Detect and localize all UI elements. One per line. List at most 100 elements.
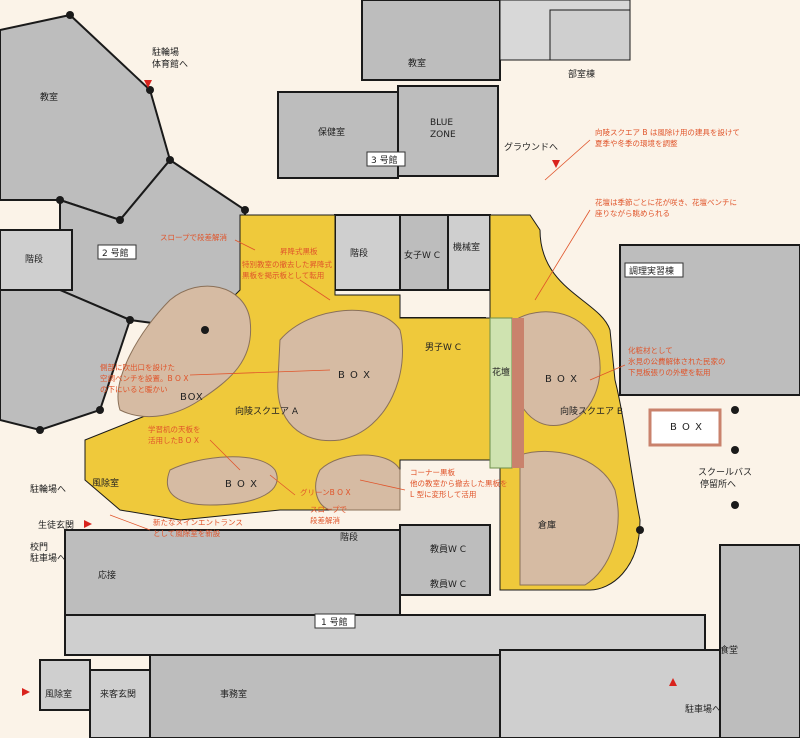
dir-school-bus-1: スクールバス (698, 467, 752, 478)
label-building2-bg (97, 244, 137, 260)
label-building3-bg (366, 151, 406, 167)
room-classroom-top (361, 0, 501, 81)
label-reception: 応接 (98, 569, 116, 581)
room-bottom-right (499, 649, 721, 738)
label-building3: 3 号館 (371, 154, 398, 166)
ann-makeup-1: 化粧材として (628, 345, 673, 355)
ann-green-box: グリーンB O X (300, 487, 351, 497)
ann-makeup-3: 下見板張りの外壁を転用 (628, 367, 711, 377)
room-womens-wc (399, 214, 449, 291)
box-corner (315, 454, 401, 511)
label-classroom-top: 教室 (408, 57, 426, 69)
dir-ground: グラウンドへ (504, 141, 558, 153)
room-staff-wc (399, 524, 491, 596)
label-building2: 2 号館 (102, 247, 129, 259)
flower-bed-red (512, 318, 524, 468)
ann-lift-2: 特別教室の撤去した昇降式 (242, 259, 332, 269)
label-box-left: BOX (180, 392, 204, 403)
ann-square-b-2: 夏季や冬季の環境を調整 (595, 138, 678, 148)
label-blue-zone-2: ZONE (430, 130, 456, 140)
label-cafeteria: 食堂 (720, 644, 738, 656)
ann-lift-3: 黒板を掲示板として転用 (242, 270, 324, 280)
room-stairs-left (0, 229, 73, 291)
ann-flowers-1: 花壇は季節ごとに花が咲き、花壇ベンチに (595, 197, 737, 207)
room-windbreak-bottom (39, 659, 91, 711)
ann-desk-1: 学習机の天板を (148, 424, 201, 434)
ann-flowers-2: 座りながら眺められる (595, 208, 670, 218)
room-blue-zone (397, 85, 499, 177)
room-machine (447, 214, 491, 291)
label-classroom-left: 教室 (40, 91, 58, 103)
ann-slope-bottom-2: 段差解消 (310, 515, 340, 525)
label-club-building: 部室棟 (568, 68, 595, 80)
box-center (277, 309, 403, 442)
flower-bed (489, 317, 513, 469)
box-bottom (167, 456, 278, 506)
room-building1 (64, 614, 706, 656)
box-right-lower (519, 450, 619, 586)
ann-entrance-1: 新たなメインエントランス (153, 517, 243, 527)
dir-school-bus-2: 停留所へ (700, 478, 736, 490)
entrance-markers (22, 80, 677, 696)
box-left (117, 285, 252, 418)
leader-lines (109, 139, 626, 531)
room-bottom-left (64, 529, 401, 621)
label-guest-entrance: 来客玄関 (100, 688, 136, 700)
label-office: 事務室 (220, 688, 247, 700)
label-windbreak-2: 風除室 (45, 688, 72, 700)
ann-corner-2: 他の教室から撤去した黒板を (410, 478, 508, 488)
dir-bicycle-left: 駐輪場へ (30, 483, 66, 495)
label-mens-wc: 男子W C (425, 342, 461, 353)
ann-bench-3: の下にいると暖かい (100, 385, 168, 394)
room-club (549, 9, 631, 61)
label-warehouse: 倉庫 (538, 519, 556, 531)
label-box-center: B O X (338, 370, 371, 381)
dir-bicycle-gym-1: 駐輪場 (152, 46, 179, 58)
dir-school-gate-1: 校門 (30, 541, 48, 553)
label-health-room: 保健室 (318, 126, 345, 138)
ann-square-b-1: 向陵スクエア B は風除け用の建具を設けて (595, 127, 740, 137)
ann-makeup-2: 氷見の公費解体された民家の (628, 356, 726, 366)
dir-school-gate-2: 駐車場へ (30, 552, 66, 564)
label-cooking-bg (624, 262, 684, 278)
room-office (149, 654, 501, 738)
label-square-b: 向陵スクエア B (560, 405, 623, 417)
ann-slope-top: スロープで段差解消 (160, 232, 228, 242)
label-flower-bed: 花壇 (492, 366, 510, 378)
ann-corner-1: コーナー黒板 (410, 467, 455, 477)
ann-desk-2: 活用したB O X (148, 435, 199, 445)
label-stairs-left: 階段 (25, 253, 43, 265)
label-staff-wc-1: 教員W C (430, 543, 466, 555)
label-stairs-bottom: 階段 (340, 531, 358, 543)
label-box-bottom: B O X (225, 479, 258, 490)
label-machine-room: 機械室 (453, 241, 480, 253)
columns (36, 11, 739, 534)
room-stairs-center (334, 214, 401, 291)
label-building1-bg (314, 613, 356, 629)
label-box-far-right: B O X (670, 422, 703, 433)
label-cooking-building: 調理実習棟 (629, 265, 674, 277)
ann-entrance-2: として風除室を新設 (153, 528, 221, 538)
ann-bench-2: 空調ベンチを設置。B O X (100, 373, 188, 383)
ann-corner-3: L 型に変形して活用 (410, 489, 476, 499)
label-windbreak-1: 風除室 (92, 477, 119, 489)
label-staff-wc-2: 教員W C (430, 578, 466, 590)
label-square-a: 向陵スクエア A (235, 405, 299, 417)
label-box-right: B O X (545, 374, 578, 385)
dir-bicycle-gym-2: 体育館へ (152, 58, 188, 70)
ann-bench-1: 側部に吹出口を設けた (100, 362, 175, 372)
label-blue-zone-1: BLUE (430, 118, 453, 128)
room-building2-lower (0, 289, 132, 432)
label-student-entrance: 生徒玄関 (38, 519, 74, 531)
ann-lift-1: 昇降式黒板 (280, 246, 318, 256)
dir-parking: 駐車場へ (685, 703, 721, 715)
label-womens-wc: 女子W C (404, 249, 440, 261)
box-far-right-shape (648, 408, 722, 447)
box-shapes (117, 285, 619, 586)
room-guest (89, 669, 151, 738)
label-building1: 1 号館 (321, 616, 348, 628)
room-cafeteria (719, 544, 800, 738)
label-stairs-center: 階段 (350, 247, 368, 259)
ann-slope-bottom-1: スロープで (310, 505, 347, 514)
